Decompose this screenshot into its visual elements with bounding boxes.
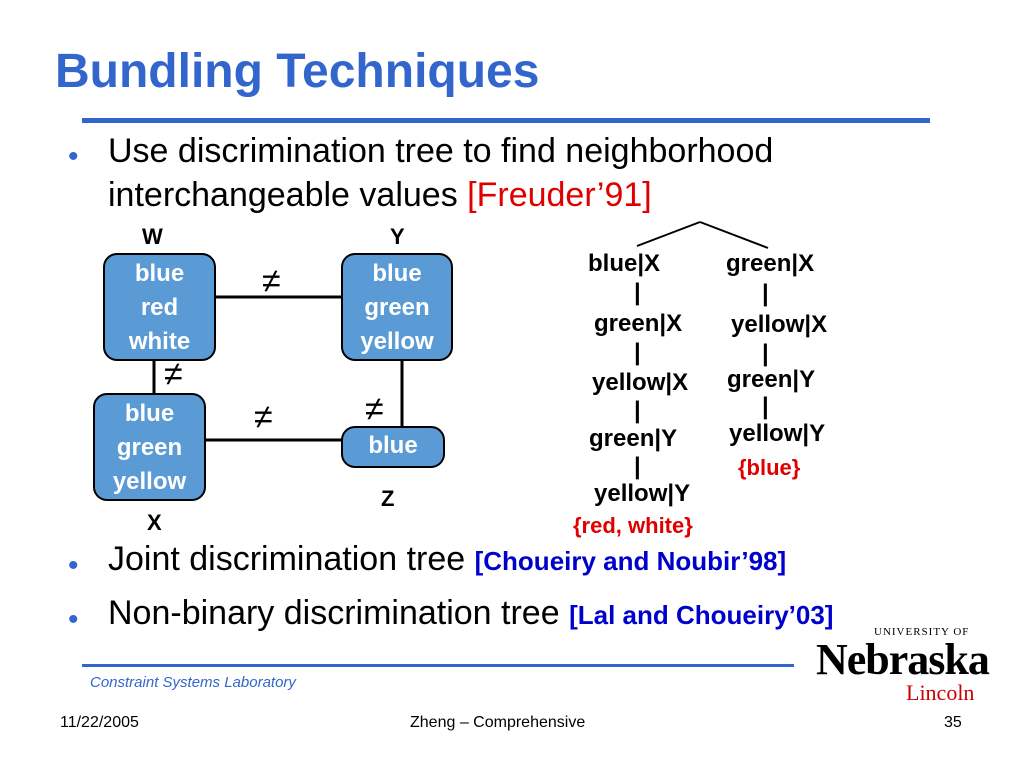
slide-title: Bundling Techniques — [55, 45, 540, 98]
node-x-value: yellow — [112, 468, 187, 495]
tree-connector: | — [634, 279, 641, 306]
bullet-marker: • — [68, 549, 79, 582]
node-y-value: green — [364, 294, 430, 321]
node-y-value: yellow — [360, 328, 434, 355]
node-y-label: Y — [390, 224, 405, 249]
footer-rule — [82, 664, 794, 667]
node-w-value: white — [128, 328, 191, 355]
tree-right-node: yellow|X — [731, 311, 828, 338]
bullet-3: Non-binary discrimination tree [Lal and … — [108, 594, 833, 633]
university-logo: UNIVERSITY OF Nebraska Lincoln — [812, 626, 990, 706]
bullet-marker: • — [68, 603, 79, 636]
bullet-2-text: Joint discrimination tree — [108, 540, 475, 578]
tree-right-node: green|Y — [727, 366, 816, 393]
logo-campus: Lincoln — [906, 680, 975, 705]
tree-branch-right — [699, 221, 769, 249]
node-w-value: blue — [134, 260, 185, 287]
tree-left-node: green|Y — [589, 425, 678, 452]
bullet-marker: • — [68, 140, 79, 173]
neq-y-z: ≠ — [365, 390, 384, 428]
tree-right-node: yellow|Y — [729, 420, 826, 447]
bullet-1-line-1: Use discrimination tree to find neighbor… — [108, 132, 774, 170]
bullet-1-citation: [Freuder’91] — [467, 176, 652, 214]
bullet-3-text: Non-binary discrimination tree — [108, 594, 570, 632]
logo-name: Nebraska — [816, 635, 990, 684]
node-x-value: blue — [124, 400, 175, 427]
node-x-value: green — [116, 434, 183, 461]
node-w-value: red — [140, 294, 179, 321]
footer-center: Zheng – Comprehensive — [410, 714, 586, 731]
tree-connector: | — [634, 339, 641, 366]
neq-w-y: ≠ — [262, 262, 281, 300]
tree-right-node: green|X — [726, 250, 815, 277]
bullet-1-line-2: interchangeable values [Freuder’91] — [108, 176, 652, 215]
tree-left-node: blue|X — [588, 250, 661, 277]
tree-left-node: green|X — [594, 310, 683, 337]
node-z-value: blue — [368, 432, 418, 459]
node-z-label: Z — [381, 486, 395, 511]
tree-left-node: yellow|Y — [594, 480, 691, 507]
footer-page-number: 35 — [944, 714, 962, 731]
node-w-label: W — [142, 224, 163, 249]
tree-connector: | — [762, 393, 769, 420]
lab-name: Constraint Systems Laboratory — [90, 674, 296, 691]
node-x-label: X — [147, 510, 162, 535]
neq-w-x: ≠ — [164, 355, 183, 393]
tree-branch-left — [636, 221, 701, 247]
bullet-3-citation: [Lal and Choueiry’03] — [569, 600, 834, 630]
title-underline — [82, 118, 930, 123]
tree-right-leaf: {blue} — [738, 455, 801, 480]
tree-connector: | — [634, 453, 641, 480]
bullet-1-text: interchangeable values — [108, 176, 468, 214]
node-y: blue green yellow — [341, 253, 453, 361]
tree-connector: | — [762, 280, 769, 307]
node-y-value: blue — [372, 260, 422, 287]
logo-university-text: UNIVERSITY OF — [874, 626, 970, 638]
node-w: blue red white — [103, 253, 216, 361]
node-x: blue green yellow — [93, 393, 206, 501]
tree-left-node: yellow|X — [592, 369, 689, 396]
tree-connector: | — [762, 340, 769, 367]
neq-x-z: ≠ — [254, 398, 273, 436]
tree-connector: | — [634, 397, 641, 424]
bullet-2: Joint discrimination tree [Choueiry and … — [108, 540, 786, 579]
bullet-2-citation: [Choueiry and Noubir’98] — [474, 546, 787, 576]
footer-date: 11/22/2005 — [60, 714, 139, 731]
tree-left-leaf: {red, white} — [573, 513, 693, 538]
node-z: blue — [341, 426, 445, 468]
